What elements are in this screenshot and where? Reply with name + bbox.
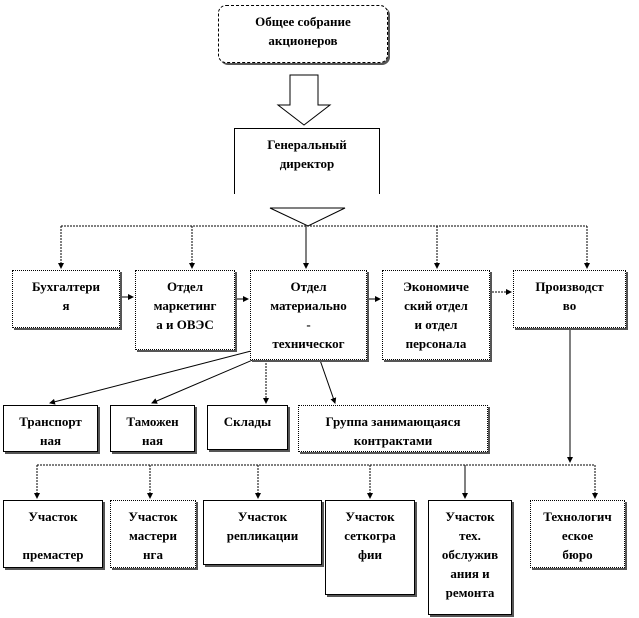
general-director-box: Генеральный директор	[234, 128, 380, 194]
hollow-arrow-down	[276, 74, 332, 126]
marketing-box: Отдел маркетинг а и ОВЭС	[135, 270, 235, 350]
contracts-group-box: Группа занимающаяся контрактами	[298, 405, 488, 452]
mastering-box: Участок мастери нга	[110, 500, 196, 568]
customs-box: Таможен ная	[110, 405, 195, 452]
production-box: Производст во	[513, 270, 626, 328]
economic-dept-box: Экономиче ский отдел и отдел персонала	[382, 270, 490, 360]
warehouses-box: Склады	[207, 405, 288, 450]
logistics-dept-box: Отдел материально - техническог	[250, 270, 367, 360]
premaster-box: Участок премастер	[3, 500, 103, 568]
transport-box: Транспорт ная	[3, 405, 98, 452]
replication-box: Участок репликации	[203, 500, 322, 565]
maintenance-box: Участок тех. обслужив ания и ремонта	[428, 500, 512, 615]
screen-print-box: Участок сеткогра фии	[325, 500, 415, 595]
accounting-box: Бухгалтери я	[12, 270, 120, 328]
tech-bureau-box: Технологич еское бюро	[530, 500, 625, 568]
shareholders-meeting-box: Общее собрание акционеров	[218, 5, 388, 63]
